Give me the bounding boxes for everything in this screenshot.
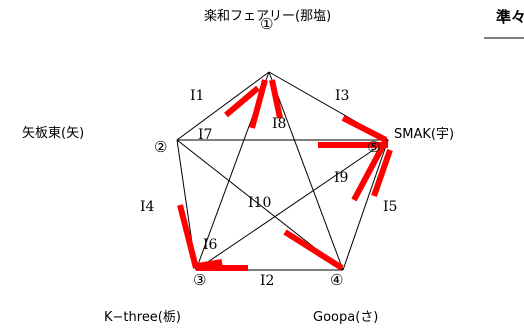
edge-label-i6: I6: [203, 237, 218, 253]
edge-label-i9: I9: [334, 170, 348, 186]
highlight-stroke-3: [269, 79, 283, 119]
highlight-stroke-4: [341, 115, 388, 143]
highlight-stroke-2: [249, 79, 268, 129]
edge-label-i8: I8: [272, 116, 286, 132]
edge-line-i1: [176, 71, 270, 141]
highlight-stroke-1: [224, 85, 260, 118]
node-2-mark: ②: [154, 138, 167, 156]
section-title: 準々: [496, 8, 524, 26]
edge-label-i1: I1: [190, 88, 204, 104]
edge-label-i10: I10: [248, 195, 271, 211]
highlight-stroke-6: [351, 138, 389, 202]
highlight-stroke-8: [177, 204, 199, 269]
team-label-3: K−three(栃): [104, 310, 181, 325]
highlight-stroke-10: [197, 259, 223, 269]
team-label-4: Goopa(さ): [313, 310, 378, 325]
edge-label-i7: I7: [198, 127, 212, 143]
highlight-stroke-7: [371, 149, 393, 197]
edge-label-i4: I4: [140, 199, 155, 215]
edge-line-i8: [268, 71, 344, 271]
highlight-stroke-11: [283, 229, 344, 271]
node-1-mark: ①: [260, 15, 273, 33]
node-3-mark: ③: [193, 271, 206, 289]
team-label-2: 矢板東(矢): [22, 125, 84, 141]
node-4-mark: ④: [330, 271, 343, 289]
edge-line-i9: [195, 139, 389, 271]
highlight-strokes: [177, 79, 393, 271]
edge-label-i2: I2: [260, 273, 274, 289]
node-5-mark: ⑤: [367, 138, 380, 156]
edge-label-i5: I5: [383, 199, 397, 215]
edge-line-i5: [342, 139, 389, 271]
team-label-5: SMAK(宇): [394, 127, 454, 142]
edge-label-i3: I3: [335, 88, 349, 104]
team-label-1: 楽和フェアリー(那塩): [204, 8, 331, 24]
